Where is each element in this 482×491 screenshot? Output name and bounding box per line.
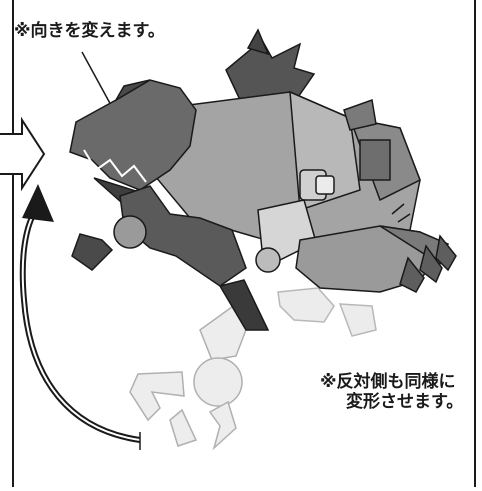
ghost-leg-rear <box>277 287 377 337</box>
mecha-body <box>69 28 457 331</box>
note-rotate: ※向きを変えます。 <box>14 21 165 41</box>
note-other-side-line2: 変形させます。 <box>346 391 464 412</box>
motion-marks <box>391 203 411 223</box>
ghost-claw <box>129 303 253 451</box>
note-other-side-line1: ※反対側も同様に <box>320 372 456 392</box>
note-other-side: ※反対側も同様に 変形させます。 <box>320 372 464 412</box>
step-arrow-icon <box>0 116 46 192</box>
rotate-arrow-head <box>22 184 54 222</box>
